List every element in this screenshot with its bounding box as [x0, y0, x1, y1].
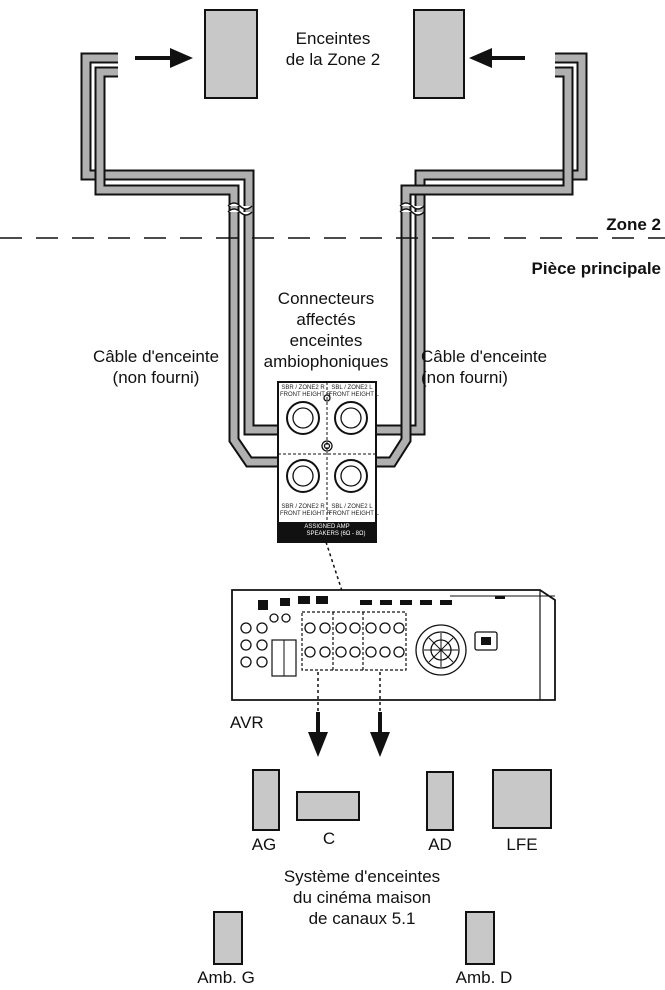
speaker-cable-left: [80, 52, 315, 468]
zone2-speaker-right: [413, 9, 465, 99]
avr-leader-lines: [317, 672, 381, 715]
cable-left-label: Câble d'enceinte(non fourni): [92, 347, 220, 387]
main-room-label: Pièce principale: [531, 259, 661, 278]
speaker-center: [296, 791, 360, 821]
speaker-surround-right: [465, 911, 495, 965]
avr-rear-panel: [231, 589, 556, 701]
arrow-left-speaker: [135, 48, 193, 68]
surround-right-label: Amb. D: [455, 968, 513, 987]
speaker-cable-right: [352, 52, 588, 468]
speaker-front-right: [426, 771, 454, 831]
cable-break-marks: [227, 202, 425, 216]
speaker-surround-left: [213, 911, 243, 965]
front-left-label: AG: [251, 835, 277, 854]
lfe-label: LFE: [506, 835, 538, 854]
avr-label: AVR: [230, 713, 264, 732]
front-right-label: AD: [428, 835, 452, 854]
assigned-amp-panel: [277, 381, 377, 543]
down-arrows: [308, 712, 390, 757]
zone2-label: Zone 2: [606, 215, 661, 234]
speaker-lfe: [492, 769, 552, 829]
arrow-right-speaker: [469, 48, 525, 68]
zone2-speaker-left: [204, 9, 258, 99]
surround-left-label: Amb. G: [197, 968, 255, 987]
cable-right-label: Câble d'enceinte(non fourni): [421, 347, 548, 387]
speaker-front-left: [252, 769, 280, 831]
center-label: C: [322, 829, 336, 848]
